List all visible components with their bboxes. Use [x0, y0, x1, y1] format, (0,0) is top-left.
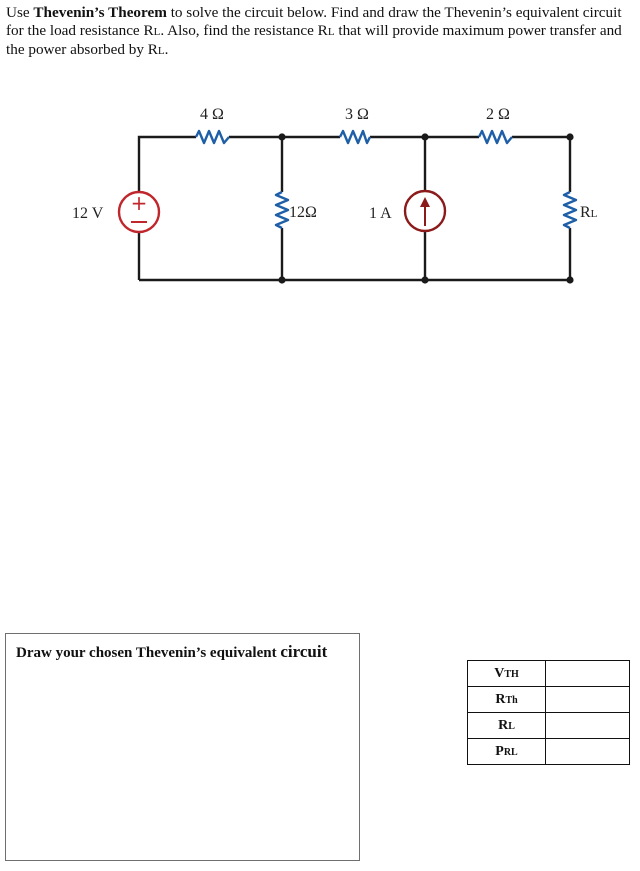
- voltage-source-label: 12 V: [72, 205, 104, 222]
- current-source-label: 1 A: [369, 205, 392, 222]
- answer-cell-prl[interactable]: [545, 738, 630, 765]
- current-source: [403, 189, 447, 233]
- node-dot: [278, 133, 286, 141]
- theorem-name: Thevenin’s Theorem: [33, 4, 167, 21]
- voltage-source: +: [117, 190, 161, 234]
- circuit-diagram: + 12 V 1 A 4 Ω 3 Ω 2 Ω 12Ω RL: [72, 106, 598, 284]
- answer-table: VTH RTh RL PRL: [467, 660, 630, 765]
- plus-sign: +: [131, 191, 148, 215]
- arrow-head-icon: [420, 197, 430, 207]
- wires: [137, 135, 572, 282]
- nodes: [278, 133, 574, 284]
- thevenin-drawing-area[interactable]: Draw your chosen Thevenin’s equivalent c…: [5, 633, 360, 861]
- resistor-2ohm: [477, 129, 513, 145]
- node-dot: [421, 133, 429, 141]
- label-4ohm: 4 Ω: [200, 106, 224, 123]
- answer-cell-vth[interactable]: [545, 660, 630, 687]
- resistor-4ohm: [194, 129, 230, 145]
- table-row: PRL: [467, 738, 630, 765]
- problem-statement: Use Thevenin’s Theorem to solve the circ…: [6, 4, 622, 58]
- voltage-source-circle: [117, 190, 161, 234]
- table-row: RL: [467, 712, 630, 739]
- table-row: VTH: [467, 660, 630, 687]
- label-load: RL: [580, 204, 598, 221]
- label-12ohm: 12Ω: [289, 204, 317, 221]
- drawing-area-title: Draw your chosen Thevenin’s equivalent c…: [16, 642, 328, 661]
- answer-cell-rl[interactable]: [545, 712, 630, 739]
- resistor-load: [562, 190, 578, 230]
- wire: [137, 135, 196, 192]
- row-label-vth: VTH: [467, 660, 546, 687]
- node-dot: [421, 276, 429, 284]
- answer-cell-rth[interactable]: [545, 686, 630, 713]
- node-dot: [566, 133, 574, 141]
- table-row: RTh: [467, 686, 630, 713]
- resistor-12ohm: [274, 190, 290, 230]
- row-label-rl: RL: [467, 712, 546, 739]
- label-3ohm: 3 Ω: [345, 106, 369, 123]
- label-2ohm: 2 Ω: [486, 106, 510, 123]
- resistor-3ohm: [338, 129, 372, 145]
- node-dot: [278, 276, 286, 284]
- row-label-rth: RTh: [467, 686, 546, 713]
- row-label-prl: PRL: [467, 738, 546, 765]
- node-dot: [566, 276, 574, 284]
